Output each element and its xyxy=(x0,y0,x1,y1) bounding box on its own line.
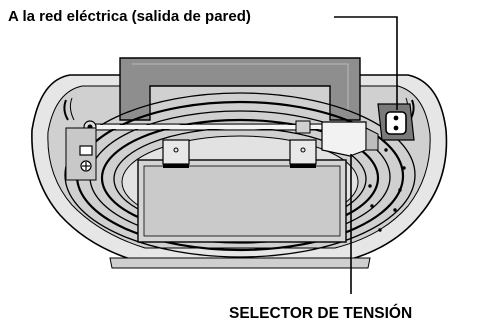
voltage-selector-label: SELECTOR DE TENSIÓN xyxy=(229,305,413,322)
battery-clip-right xyxy=(289,139,317,168)
battery-compartment xyxy=(137,159,347,243)
power-leader-line xyxy=(334,16,398,110)
carry-handle xyxy=(119,57,361,121)
grille-screw-dots xyxy=(368,148,406,232)
ac-power-inlet xyxy=(377,103,415,141)
battery-clip-left xyxy=(162,139,190,168)
power-outlet-label: A la red eléctrica (salida de pared) xyxy=(8,8,251,25)
polarity-mark xyxy=(65,127,97,181)
voltage-selector-switch xyxy=(321,121,379,157)
